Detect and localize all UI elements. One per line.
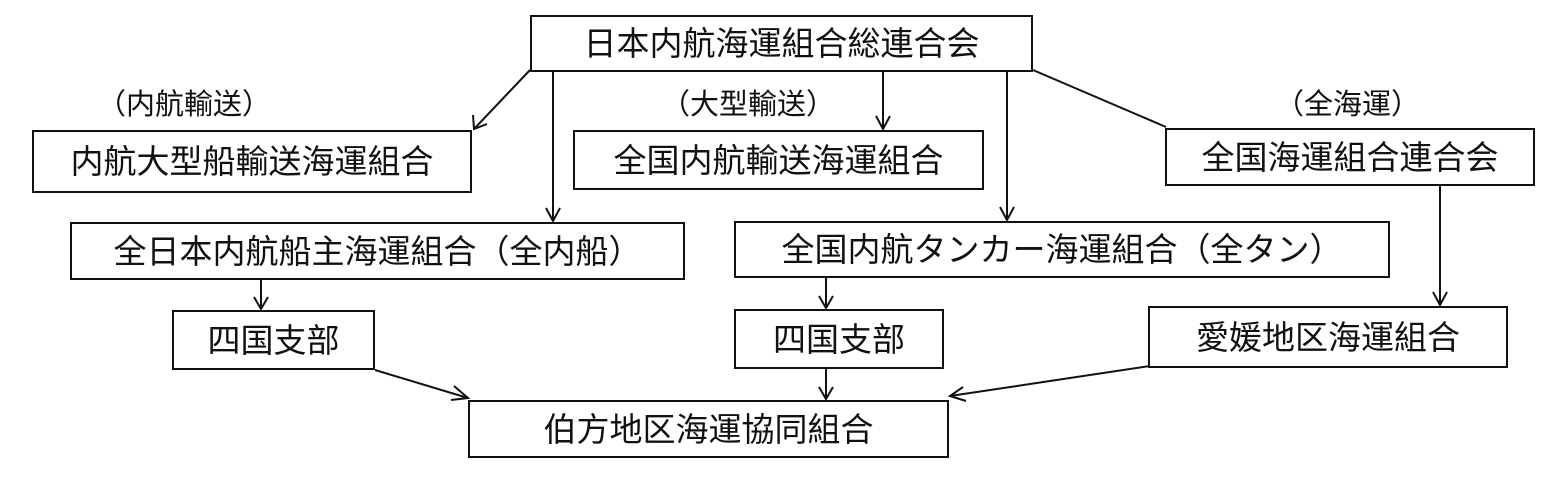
arrowhead [875, 115, 891, 132]
arrowhead [545, 207, 561, 224]
node-hakata: 伯方地区海運協同組合 [468, 400, 949, 458]
note-zen-kaiun: （全海運） [1275, 87, 1421, 121]
arrowhead [1432, 291, 1448, 308]
note-ogata-yuso: （大型輸送） [661, 87, 836, 121]
node-zenkoku-kaiun: 全国海運組合連合会 [1165, 128, 1535, 186]
arrowhead [450, 385, 471, 401]
node-zen-tan: 全国内航タンカー海運組合（全タン） [734, 221, 1390, 278]
arrowhead [253, 296, 269, 311]
edge-root-to-naiko-ogata [473, 69, 531, 130]
node-naiko-ogata: 内航大型船輸送海運組合 [32, 130, 472, 193]
node-shikoku-branch-2: 四国支部 [734, 309, 944, 369]
arrowhead [818, 386, 834, 401]
node-root-federation: 日本内航海運組合総連合会 [530, 15, 1033, 72]
edge-ehime-to-hakata [949, 365, 1151, 397]
node-zen-naisen: 全日本内航船主海運組合（全内船） [70, 222, 685, 280]
note-naiko-yuso: （内航輸送） [97, 87, 272, 121]
arrowhead [947, 386, 967, 402]
edge-shikoku-1-to-hakata [374, 369, 469, 399]
node-zenkoku-naiko-yuso: 全国内航輸送海運組合 [573, 130, 984, 190]
node-shikoku-branch-1: 四国支部 [172, 310, 375, 370]
arrowhead [472, 114, 488, 131]
node-ehime: 愛媛地区海運組合 [1148, 306, 1508, 368]
arrowhead [999, 206, 1015, 223]
arrowhead [818, 295, 834, 310]
edge-root-to-zenkoku-kaiun [1032, 69, 1167, 128]
